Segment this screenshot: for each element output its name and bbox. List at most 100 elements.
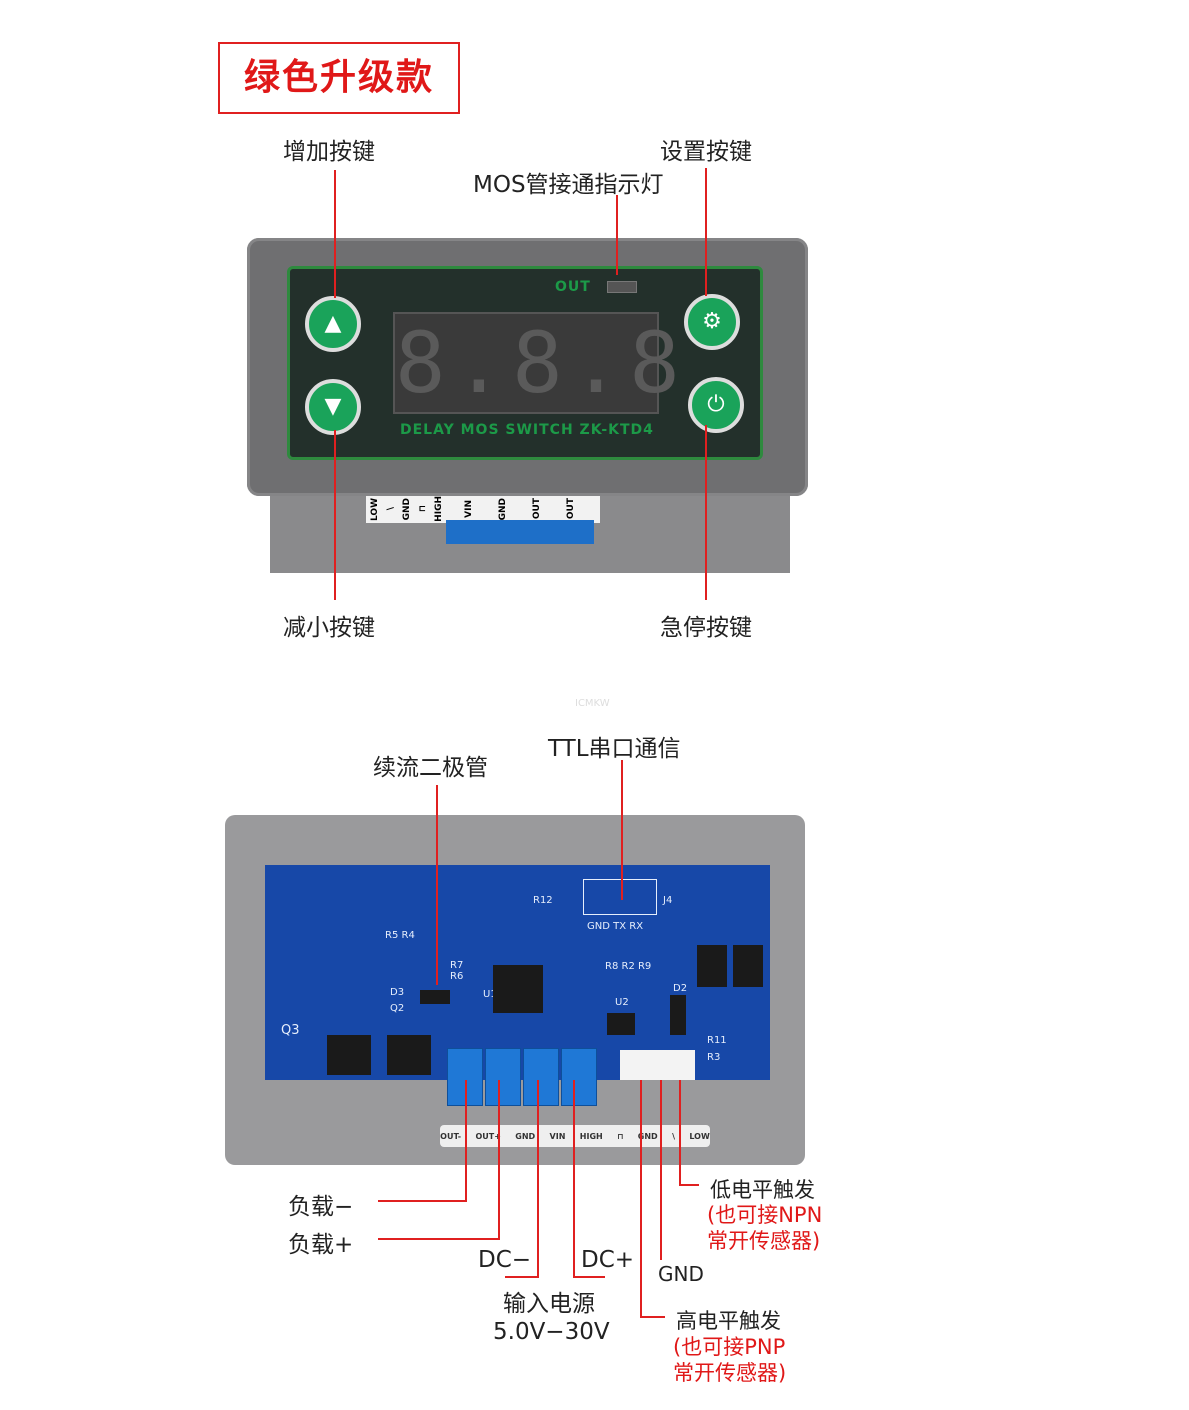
leader-line <box>573 1080 575 1278</box>
bottom-terminal-labels: OUT- OUT+ GND VIN HIGH ⊓ GND \ LOW <box>440 1125 710 1147</box>
label-power-input: 输入电源 <box>503 1291 595 1317</box>
pcb-label: R11 <box>707 1035 727 1046</box>
terminal-label: VIN <box>549 1131 566 1141</box>
label-ttl-serial: TTL串口通信 <box>548 736 681 762</box>
led-display: 8.8.8 <box>393 312 688 414</box>
signal-connector <box>620 1050 695 1080</box>
high-trigger-note: 常开传感器) <box>673 1361 787 1385</box>
label-mos-indicator: MOS管接通指示灯 <box>473 172 664 198</box>
label-low-trigger: 低电平触发 <box>710 1178 815 1202</box>
terminal-label: HIGH <box>434 496 444 522</box>
mosfet <box>733 945 763 987</box>
display-digits: 8.8.8 <box>395 314 688 412</box>
leader-line <box>679 1184 699 1186</box>
pcb-label: R8 R2 R9 <box>605 961 652 972</box>
leader-line <box>378 1200 467 1202</box>
pcb-board: R12 J4 GND TX RX R5 R4 R7 R6 D3 Q2 Q3 U1… <box>265 865 770 1080</box>
title: 绿色升级款 <box>243 57 434 98</box>
screw-terminal <box>485 1048 521 1106</box>
leader-line <box>498 1080 500 1240</box>
label-high-trigger: 高电平触发 <box>676 1309 781 1333</box>
pcb-label: R6 <box>450 971 464 982</box>
terminal-label: ⊓ <box>617 1131 624 1141</box>
settings-button[interactable]: ⚙ <box>684 294 740 350</box>
label-dc-plus: DC+ <box>581 1247 635 1273</box>
emergency-stop-button[interactable]: ⏻ <box>688 377 744 433</box>
leader-line <box>378 1238 500 1240</box>
pcb-label: GND TX RX <box>587 921 644 932</box>
gear-icon: ⚙ <box>702 309 722 334</box>
terminal-label: GND <box>498 497 508 521</box>
leader-line <box>573 1276 605 1278</box>
label-gnd: GND <box>658 1262 704 1286</box>
low-trigger-note: 常开传感器) <box>707 1229 821 1253</box>
pcb-label: R5 R4 <box>385 930 415 941</box>
front-panel <box>287 266 763 460</box>
pcb-label: R12 <box>533 895 553 906</box>
mcu-chip <box>493 965 543 1013</box>
terminal-label: OUT <box>566 498 576 520</box>
label-load-plus: 负载+ <box>288 1232 354 1258</box>
regulator-chip <box>607 1013 635 1035</box>
label-settings-button: 设置按键 <box>660 139 752 165</box>
leader-line <box>705 425 707 600</box>
leader-line <box>640 1316 665 1318</box>
pcb-label: R3 <box>707 1052 721 1063</box>
terminal-label: LOW <box>689 1131 710 1141</box>
flyback-diode <box>420 990 450 1004</box>
screw-terminal <box>561 1048 597 1106</box>
label-load-minus: 负载− <box>288 1194 354 1220</box>
decrease-button[interactable]: ▼ <box>305 379 361 435</box>
pcb-label: Q3 <box>281 1023 300 1038</box>
label-decrease-button: 减小按键 <box>283 615 375 641</box>
leader-line <box>660 1080 662 1260</box>
leader-line <box>505 1276 539 1278</box>
pcb-label: U2 <box>615 997 629 1008</box>
terminal-label: \ <box>672 1131 675 1141</box>
terminal-label: GND <box>402 497 412 521</box>
terminal-label: ⊓ <box>418 505 428 513</box>
terminal-label: OUT- <box>440 1131 462 1141</box>
terminal-label: OUT+ <box>475 1131 501 1141</box>
label-emergency-stop: 急停按键 <box>660 615 752 641</box>
pcb-label: D2 <box>673 983 688 994</box>
leader-line <box>465 1080 467 1202</box>
label-voltage-range: 5.0V−30V <box>493 1319 610 1345</box>
terminal-label: GND <box>637 1131 658 1141</box>
diode-d2 <box>670 995 686 1035</box>
screw-terminal <box>447 1048 483 1106</box>
leader-line <box>334 430 336 600</box>
terminal-label-strip: LOW \ GND ⊓ HIGH VIN GND OUT OUT <box>366 495 600 523</box>
screw-terminal-block <box>446 520 594 544</box>
pcb-label: Q2 <box>390 1003 405 1014</box>
label-flyback-diode: 续流二极管 <box>373 755 488 781</box>
terminal-label: HIGH <box>579 1131 603 1141</box>
triangle-down-icon: ▼ <box>324 394 342 419</box>
triangle-up-icon: ▲ <box>324 311 342 336</box>
mosfet <box>327 1035 371 1075</box>
out-label: OUT <box>555 279 591 295</box>
terminal-label: \ <box>386 507 396 511</box>
model-text: DELAY MOS SWITCH ZK-KTD4 <box>400 422 654 438</box>
increase-button[interactable]: ▲ <box>305 296 361 352</box>
mos-indicator-led <box>607 281 637 293</box>
pcb-label: J4 <box>663 895 673 906</box>
leader-line <box>640 1080 642 1318</box>
terminal-label: OUT <box>532 498 542 520</box>
leader-line <box>334 170 336 298</box>
power-icon: ⏻ <box>707 392 725 417</box>
screw-terminal <box>523 1048 559 1106</box>
high-trigger-note: (也可接PNP <box>673 1335 786 1359</box>
leader-line <box>436 785 438 985</box>
pcb-label: D3 <box>390 987 405 998</box>
leader-line <box>621 760 623 900</box>
leader-line <box>616 195 618 275</box>
ttl-header <box>583 879 657 915</box>
leader-line <box>679 1080 681 1186</box>
label-dc-minus: DC− <box>478 1247 532 1273</box>
label-increase-button: 增加按键 <box>283 139 375 165</box>
terminal-label: VIN <box>464 500 474 518</box>
pcb-label: U1 <box>483 989 497 1000</box>
pcb-label: R7 <box>450 960 464 971</box>
terminal-label: GND <box>515 1131 536 1141</box>
